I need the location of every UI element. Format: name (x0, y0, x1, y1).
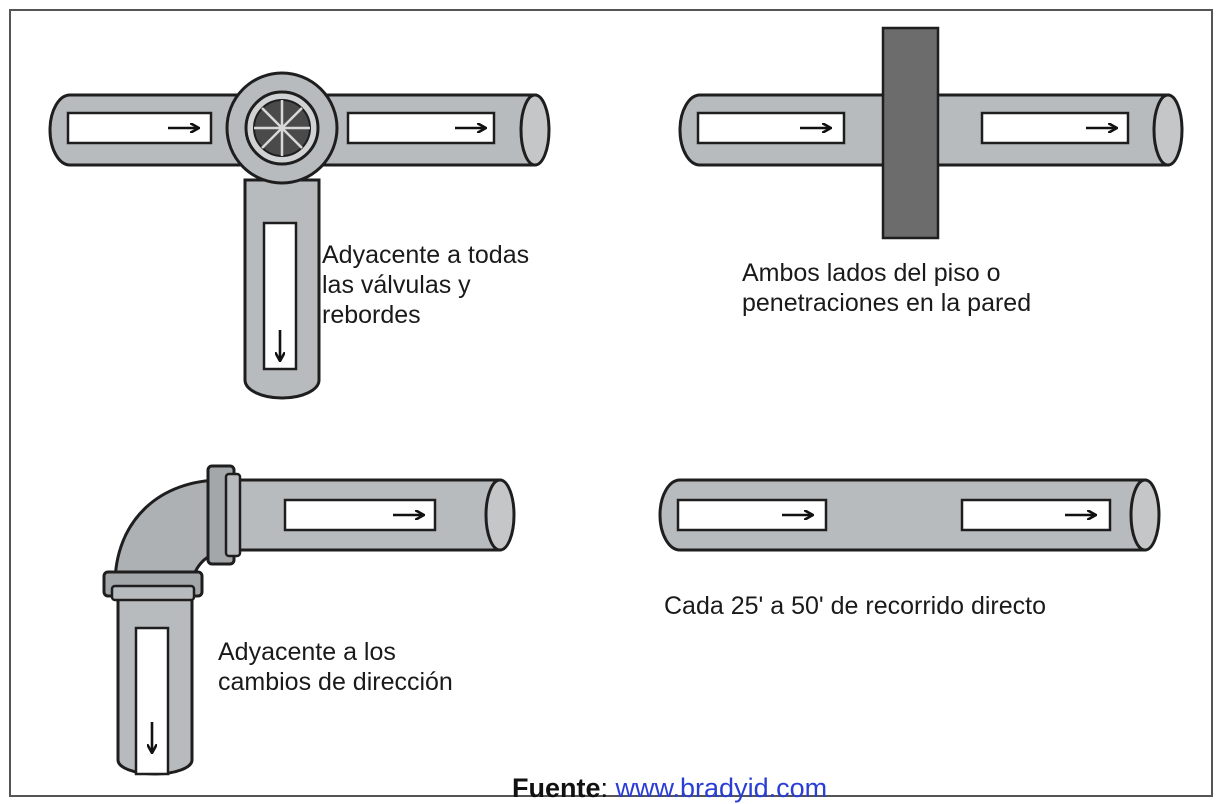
source-link[interactable]: www.bradyid.com (615, 773, 828, 803)
elbow-panel (102, 464, 516, 776)
valve-panel (48, 71, 551, 400)
pipe-marker-label (283, 498, 437, 532)
wall-panel (678, 26, 1184, 240)
pipe-marker-label (346, 111, 496, 145)
pipe-marker-label (134, 626, 170, 776)
pipe-marker-label (262, 221, 298, 371)
valves-caption: Adyacente a todas las válvulas y reborde… (322, 241, 530, 329)
source-credit: Fuente: www.bradyid.com (512, 772, 827, 804)
pipe-marker-label (980, 111, 1130, 145)
pipe-open-end (519, 93, 551, 167)
source-label: Fuente (512, 773, 601, 803)
bends-caption: Adyacente a los cambios de dirección (218, 638, 453, 696)
source-separator: : (600, 773, 616, 803)
horizontal-pipe (658, 478, 1147, 552)
pipe-marker-label (66, 111, 213, 145)
straight-run-caption: Cada 25' a 50' de recorrido directo (664, 592, 1046, 620)
floor-caption: Ambos lados del piso o penetraciones en … (742, 259, 1032, 317)
pipe-open-end (1152, 93, 1184, 167)
pipe-open-end (1129, 478, 1161, 552)
valve-handwheel-icon (244, 90, 320, 166)
pipe-marker-label (960, 498, 1112, 532)
wall-block (881, 26, 940, 240)
pipe-open-end (484, 478, 516, 552)
pipe-marker-label (676, 498, 828, 532)
pipe-marker-label (696, 111, 846, 145)
straight-run-panel (658, 478, 1161, 552)
